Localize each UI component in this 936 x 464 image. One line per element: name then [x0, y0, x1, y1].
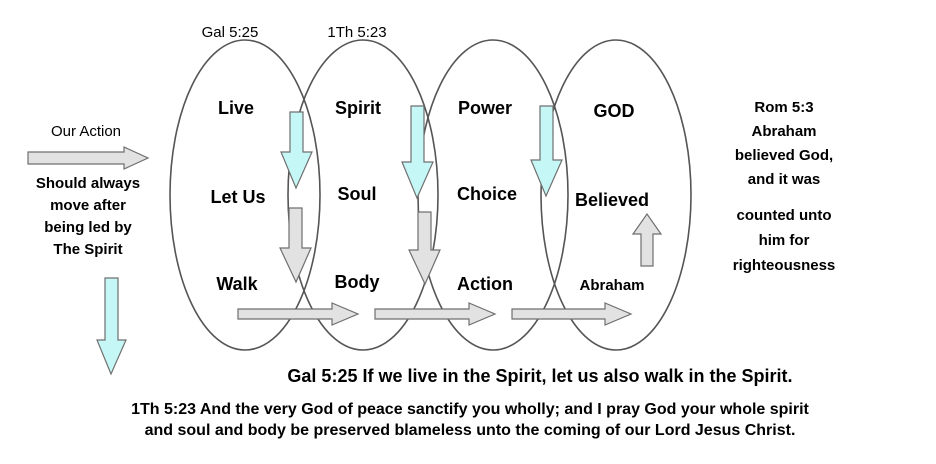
left-note-line: The Spirit — [53, 241, 122, 258]
label-choice: Choice — [457, 184, 517, 204]
right-note-line: him for — [759, 232, 810, 249]
down-arrow-icon — [280, 111, 313, 190]
right-note-line: Abraham — [751, 123, 816, 140]
right-arrow-icon — [374, 302, 497, 326]
right-note-line: and it was — [748, 171, 821, 188]
down-arrow-icon — [401, 105, 434, 200]
left-note-line: being led by — [44, 219, 132, 236]
label-live: Live — [218, 98, 254, 118]
left-note-title: Our Action — [51, 123, 121, 140]
right-arrow-icon — [237, 302, 360, 326]
right-note-line: Rom 5:3 — [754, 99, 813, 116]
label-soul: Soul — [338, 184, 377, 204]
right-note-line: counted unto — [737, 207, 832, 224]
ellipse-live-column — [169, 39, 321, 351]
right-note-line: believed God, — [735, 147, 833, 164]
ellipse-spirit-column — [287, 39, 439, 351]
verse-1th-line: and soul and body be preserved blameless… — [144, 422, 796, 439]
right-note-line: righteousness — [733, 257, 836, 274]
verse-1th: 1Th 5:23 And the very God of peace sanct… — [20, 399, 920, 441]
ref-thess-label: 1Th 5:23 — [327, 24, 386, 41]
ref-gal-label: Gal 5:25 — [202, 24, 259, 41]
label-god: GOD — [593, 101, 634, 121]
right-arrow-icon — [511, 302, 633, 326]
label-power: Power — [458, 98, 512, 118]
up-arrow-icon — [631, 212, 663, 267]
label-believed: Believed — [575, 190, 649, 210]
label-spirit: Spirit — [335, 98, 381, 118]
down-arrow-icon — [408, 211, 441, 286]
verse-1th-line: 1Th 5:23 And the very God of peace sanct… — [131, 401, 809, 418]
down-arrow-icon — [96, 277, 127, 376]
left-note-line: Should always — [36, 175, 140, 192]
label-abraham: Abraham — [579, 277, 644, 294]
label-let-us: Let Us — [210, 187, 265, 207]
left-note-line: move after — [50, 197, 126, 214]
verse-gal: Gal 5:25 If we live in the Spirit, let u… — [150, 366, 930, 387]
right-arrow-icon — [27, 146, 150, 170]
label-body: Body — [335, 272, 380, 292]
label-action: Action — [457, 274, 513, 294]
label-walk: Walk — [216, 274, 258, 294]
ellipse-god-column — [540, 39, 692, 351]
ellipse-group — [169, 39, 692, 351]
arrow-group — [27, 105, 663, 376]
verse-gal-text: Gal 5:25 If we live in the Spirit, let u… — [287, 366, 793, 386]
down-arrow-icon — [279, 207, 312, 284]
down-arrow-icon — [530, 105, 563, 198]
